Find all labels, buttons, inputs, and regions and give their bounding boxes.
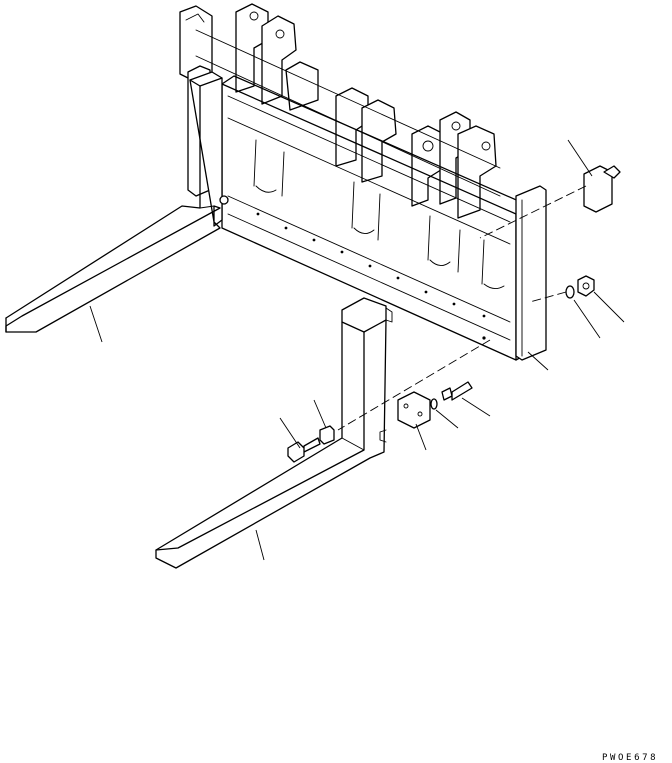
fork-right <box>155 297 393 569</box>
washer-stopper <box>430 398 438 410</box>
frame-right-end-plate <box>515 185 547 361</box>
name-plate <box>583 165 613 213</box>
fork-left <box>5 71 229 333</box>
plate-bolt <box>603 165 621 179</box>
bolt-left <box>287 437 321 463</box>
stopper-block <box>397 391 431 429</box>
leader-lines <box>89 139 625 561</box>
nut-right <box>577 275 595 297</box>
alignment-lines <box>337 185 587 431</box>
fork-bar-holes <box>256 212 486 340</box>
mounting-hardware <box>287 165 621 463</box>
washer-right <box>565 285 575 299</box>
hook-plates <box>179 3 497 219</box>
drawing-code: PWOE678 <box>602 753 659 763</box>
fork-carriage-frame <box>179 3 547 361</box>
bolt-stopper <box>441 381 473 401</box>
spacer-left <box>319 425 335 445</box>
